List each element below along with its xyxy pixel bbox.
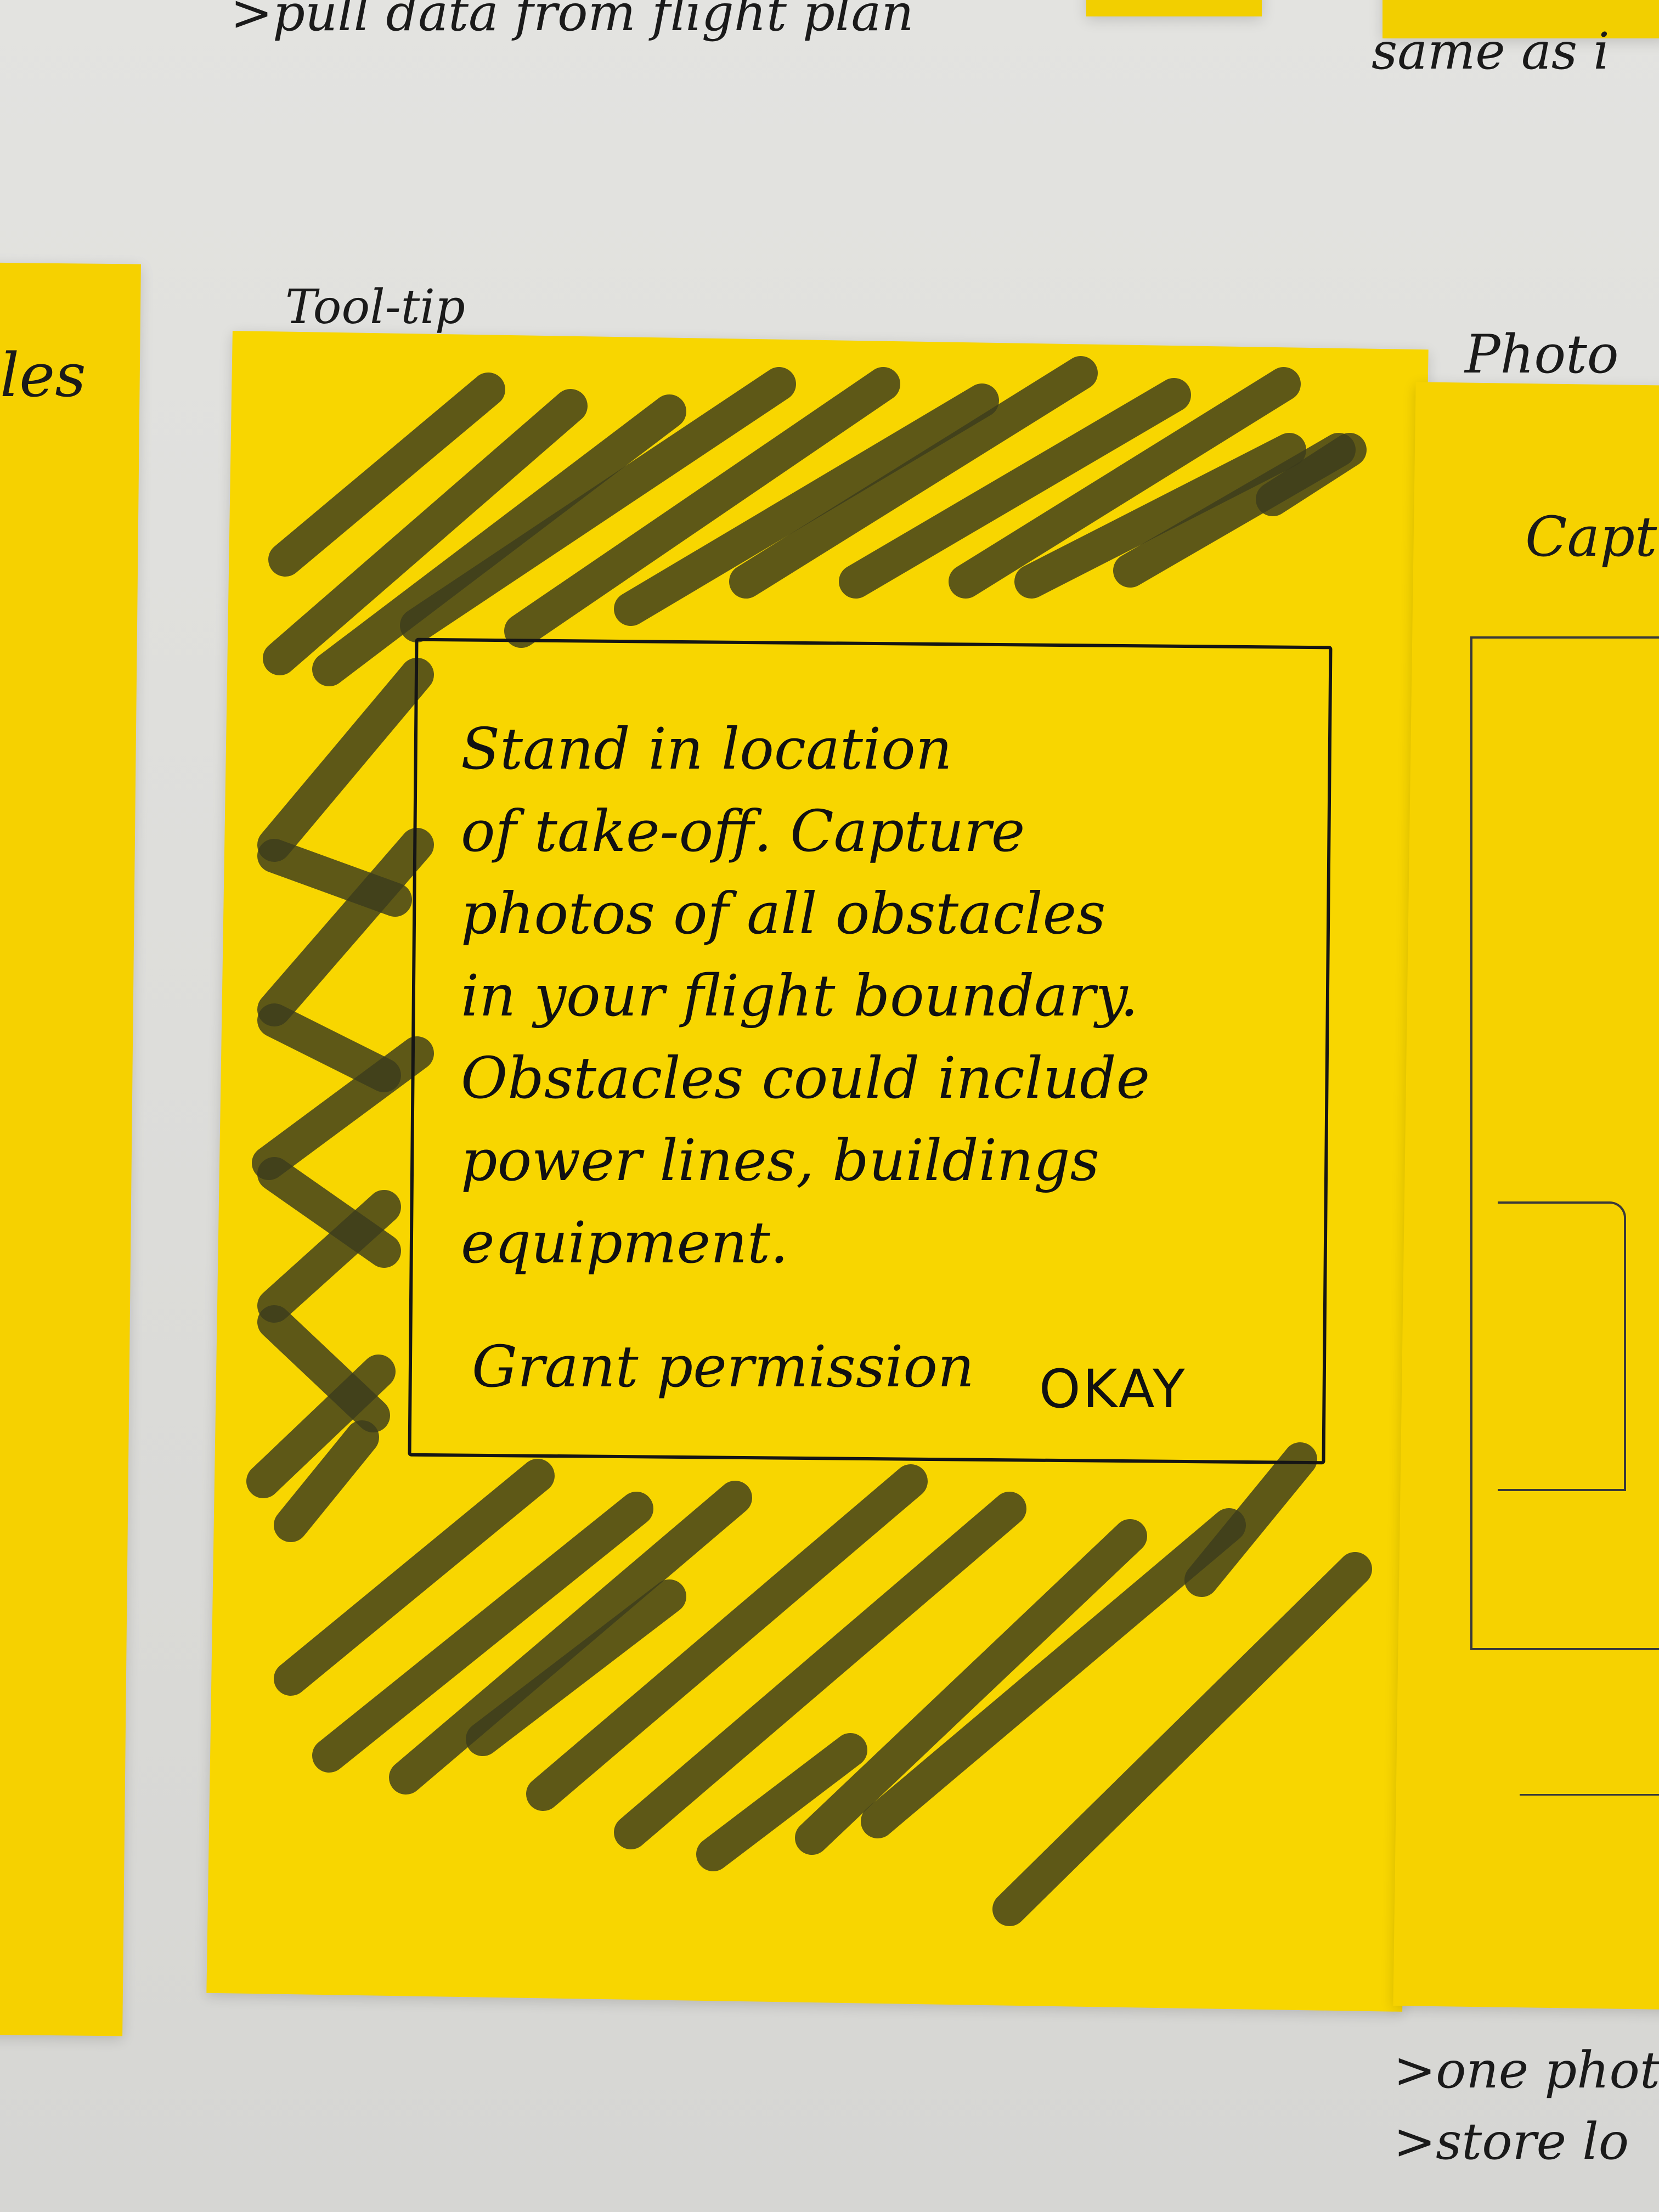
wireframe-line <box>1520 1794 1659 1796</box>
sticky-note-top-right-partial <box>1383 0 1659 38</box>
right-note-fragment: Capt <box>1525 505 1657 569</box>
annotation-pull-data: >pull data from flight plan <box>230 0 914 42</box>
photo-label: Photo <box>1465 324 1619 385</box>
okay-button[interactable]: OKAY <box>1039 1358 1187 1420</box>
left-note-fragment: les <box>0 340 86 410</box>
capture-area-wireframe <box>1498 1201 1626 1491</box>
annotation-one-photo: >one phot <box>1393 2041 1659 2100</box>
tooltip-label: Tool-tip <box>285 280 465 335</box>
photo-frame-wireframe <box>1470 636 1659 1650</box>
grant-permission-text: Grant permission <box>472 1333 974 1400</box>
annotation-same-as: same as i <box>1372 22 1610 81</box>
tooltip-body-text: Stand in location of take-off. Capture p… <box>461 715 1150 1276</box>
annotation-store-location: >store lo <box>1393 2112 1629 2171</box>
sticky-note-top-partial <box>1086 0 1262 16</box>
